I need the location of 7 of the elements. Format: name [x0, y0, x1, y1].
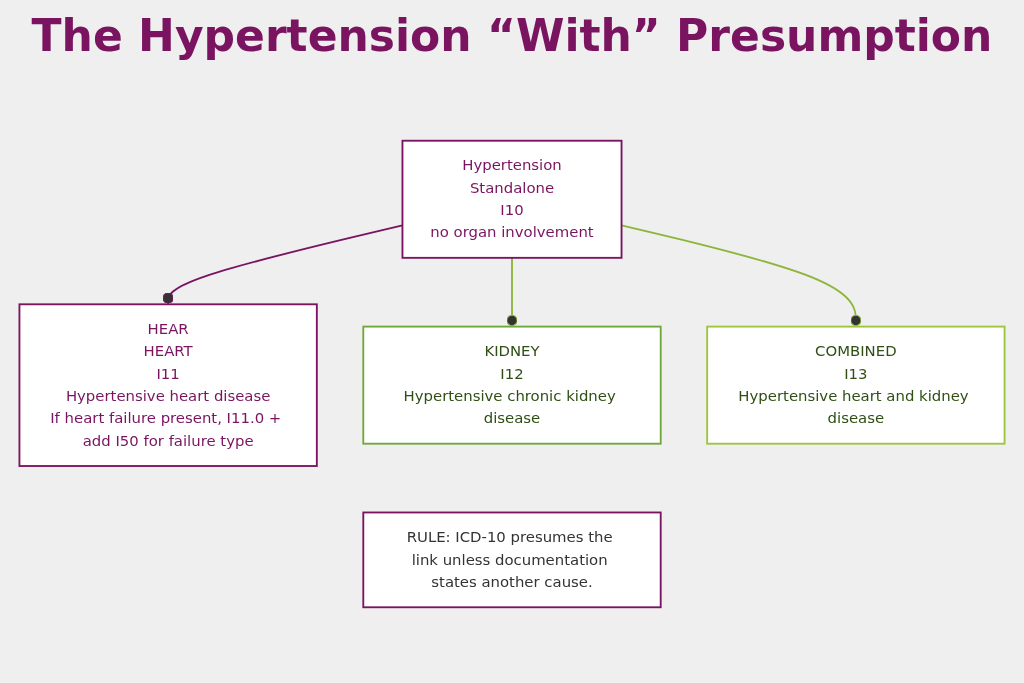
node-box: HEAR HEART I11 Hypertensive heart disease If heart failure present, I11.0 + add I50 for failure type: [18, 303, 318, 467]
title: The Hypertension “With” Presumption: [31, 10, 993, 61]
node-box: RULE: ICD-10 presumes the link unless documentation states another cause.: [362, 511, 662, 609]
node-box: KIDNEY I12 Hypertensive chronic kidney disease: [362, 325, 662, 445]
connector: [506, 256, 518, 328]
node-box: Hypertension Standalone I10 no organ involvement: [401, 139, 623, 259]
node-box: COMBINED I13 Hypertensive heart and kidney disease: [706, 325, 1006, 445]
